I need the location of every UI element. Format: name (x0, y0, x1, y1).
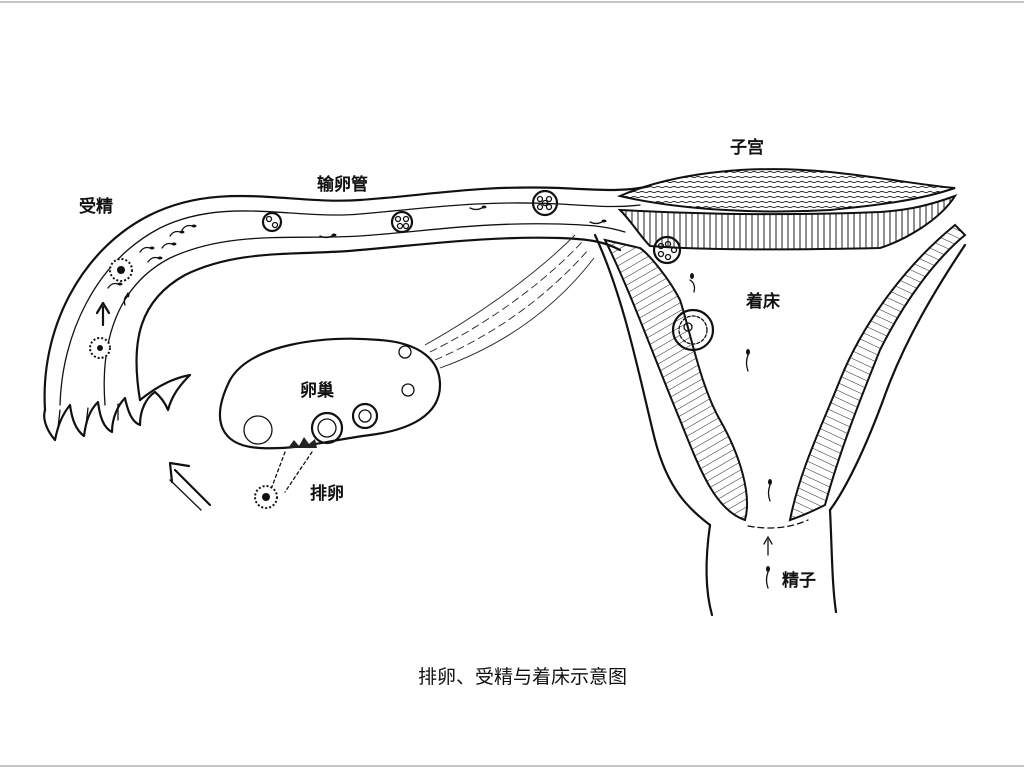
label-uterus: 子宫 (730, 137, 764, 158)
label-ovary: 卵巢 (300, 380, 335, 401)
label-sperm: 精子 (782, 570, 816, 591)
embryo-stages (90, 191, 713, 508)
fallopian-tube (44, 186, 650, 440)
ovary (220, 235, 594, 492)
label-implantation: 着床 (745, 291, 781, 312)
label-ovulation: 排卵 (310, 483, 344, 504)
label-fallopian-tube: 输卵管 (317, 174, 368, 195)
label-fertilization: 受精 (79, 196, 113, 217)
diagram-caption: 排卵、受精与着床示意图 (418, 666, 627, 688)
uterus (595, 169, 965, 615)
